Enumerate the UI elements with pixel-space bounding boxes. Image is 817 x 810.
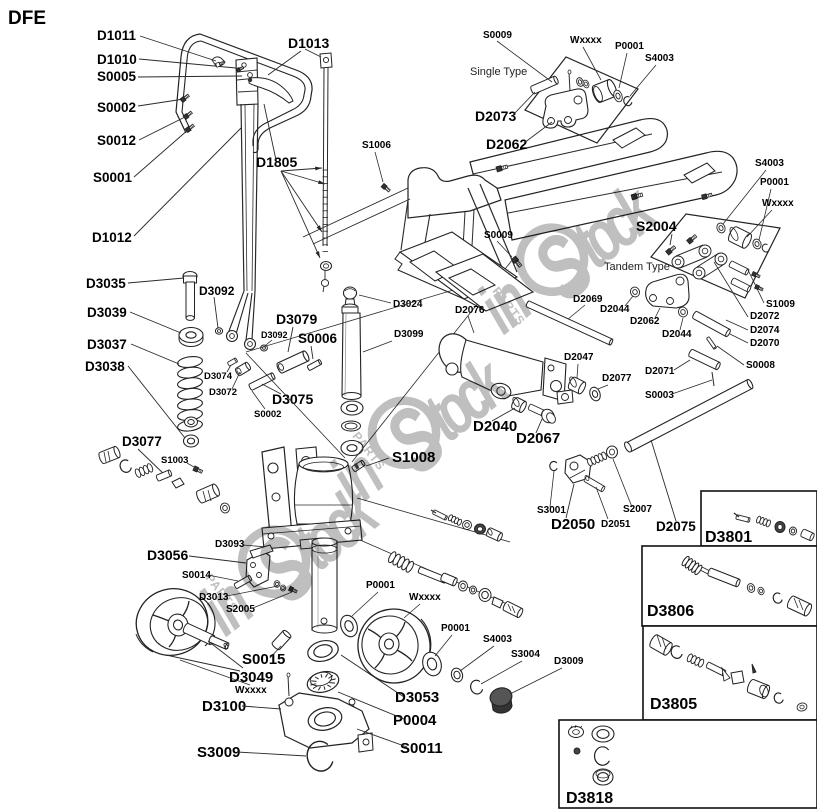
- svg-text:D3100: D3100: [202, 698, 246, 715]
- svg-text:D3077: D3077: [122, 434, 162, 449]
- svg-text:D3805: D3805: [650, 696, 697, 713]
- svg-text:D2044: D2044: [662, 329, 692, 340]
- svg-text:D3049: D3049: [229, 669, 273, 686]
- svg-text:S0008: S0008: [746, 360, 775, 371]
- svg-text:S0014: S0014: [182, 570, 211, 581]
- svg-text:S0009: S0009: [483, 30, 512, 41]
- svg-text:S0001: S0001: [93, 170, 133, 185]
- svg-text:D3079: D3079: [276, 311, 317, 327]
- svg-text:S4003: S4003: [755, 158, 784, 169]
- svg-text:S0012: S0012: [97, 133, 136, 148]
- svg-text:D3099: D3099: [394, 329, 424, 340]
- svg-text:D3801: D3801: [705, 529, 752, 546]
- svg-text:D3038: D3038: [85, 359, 125, 374]
- svg-text:Wxxxx: Wxxxx: [570, 35, 602, 46]
- svg-text:D1010: D1010: [97, 52, 137, 67]
- svg-text:S1006: S1006: [362, 140, 391, 151]
- svg-text:S0005: S0005: [97, 69, 137, 84]
- svg-text:S0006: S0006: [298, 331, 338, 346]
- svg-text:S0011: S0011: [400, 740, 443, 757]
- svg-text:D3037: D3037: [87, 337, 127, 352]
- svg-text:P0004: P0004: [393, 712, 437, 729]
- svg-text:D3093: D3093: [215, 539, 245, 550]
- svg-text:D3075: D3075: [272, 391, 313, 407]
- svg-text:D3039: D3039: [87, 305, 127, 320]
- svg-text:S3009: S3009: [197, 744, 240, 761]
- svg-text:D3053: D3053: [395, 689, 439, 706]
- svg-text:D3074: D3074: [204, 371, 233, 382]
- svg-text:S0009: S0009: [484, 230, 513, 241]
- svg-text:Tandem Type: Tandem Type: [604, 261, 670, 273]
- svg-text:P0001: P0001: [441, 623, 470, 634]
- svg-text:P0001: P0001: [760, 177, 789, 188]
- svg-text:D2070: D2070: [750, 338, 780, 349]
- svg-text:D3013: D3013: [199, 592, 229, 603]
- svg-text:S3004: S3004: [511, 649, 540, 660]
- svg-text:D3056: D3056: [147, 547, 188, 563]
- svg-text:P0001: P0001: [615, 41, 644, 52]
- svg-text:S0015: S0015: [242, 651, 285, 668]
- svg-text:S0002: S0002: [254, 409, 281, 420]
- svg-text:D1013: D1013: [288, 35, 329, 51]
- svg-text:D2069: D2069: [573, 294, 603, 305]
- svg-text:S1009: S1009: [766, 299, 795, 310]
- svg-text:D2074: D2074: [750, 325, 780, 336]
- svg-text:D3009: D3009: [554, 656, 584, 667]
- svg-text:Single Type: Single Type: [470, 66, 527, 78]
- svg-text:D1012: D1012: [92, 230, 132, 245]
- svg-text:D3818: D3818: [566, 790, 613, 807]
- svg-text:S4003: S4003: [483, 634, 512, 645]
- svg-text:D1011: D1011: [97, 28, 137, 43]
- svg-text:Wxxxx: Wxxxx: [235, 685, 267, 696]
- svg-text:D3072: D3072: [209, 387, 237, 398]
- svg-text:D3024: D3024: [393, 299, 423, 310]
- svg-text:DFE: DFE: [8, 8, 46, 29]
- svg-text:D3806: D3806: [647, 603, 694, 620]
- svg-text:D2050: D2050: [551, 516, 595, 533]
- svg-text:D2075: D2075: [656, 519, 696, 534]
- svg-text:D2040: D2040: [473, 418, 517, 435]
- svg-text:D2073: D2073: [475, 108, 516, 124]
- svg-text:D2051: D2051: [601, 519, 631, 530]
- svg-text:D2072: D2072: [750, 311, 780, 322]
- svg-text:D2062: D2062: [486, 136, 527, 152]
- svg-text:S2007: S2007: [623, 504, 652, 515]
- svg-text:D3092: D3092: [261, 330, 288, 340]
- svg-text:Wxxxx: Wxxxx: [409, 592, 441, 603]
- svg-text:D2047: D2047: [564, 352, 594, 363]
- svg-text:S0002: S0002: [97, 100, 136, 115]
- svg-text:D2076: D2076: [455, 305, 485, 316]
- svg-text:S3001: S3001: [537, 505, 566, 516]
- svg-text:Wxxxx: Wxxxx: [762, 198, 794, 209]
- svg-text:D3035: D3035: [86, 276, 126, 291]
- svg-text:D1805: D1805: [256, 154, 297, 170]
- svg-text:D2071: D2071: [645, 366, 675, 377]
- svg-text:D2067: D2067: [516, 430, 560, 447]
- svg-text:S1003: S1003: [161, 455, 188, 466]
- svg-text:S4003: S4003: [645, 53, 674, 64]
- svg-text:S2005: S2005: [226, 604, 255, 615]
- svg-text:D2062: D2062: [630, 316, 660, 327]
- svg-text:D2077: D2077: [602, 373, 632, 384]
- svg-text:D3092: D3092: [199, 284, 235, 298]
- svg-text:D2044: D2044: [600, 304, 630, 315]
- svg-text:S2004: S2004: [636, 218, 677, 234]
- svg-text:P0001: P0001: [366, 580, 395, 591]
- svg-text:S0003: S0003: [645, 390, 674, 401]
